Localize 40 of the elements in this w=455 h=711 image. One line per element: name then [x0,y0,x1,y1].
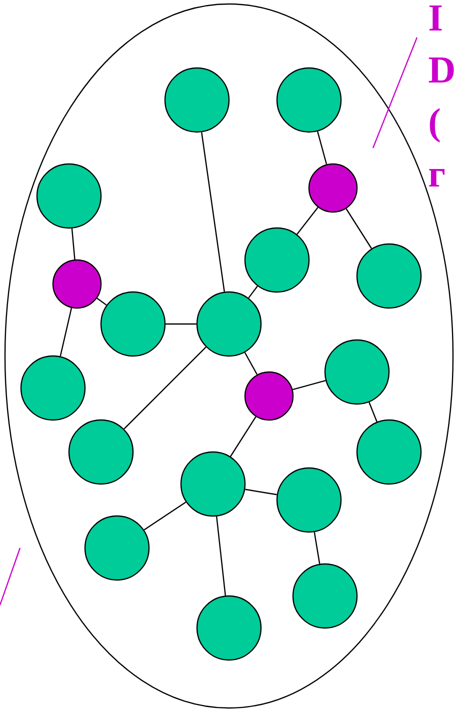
node-circle [84,515,150,581]
node-circle [324,339,390,405]
node-circle [356,419,422,485]
connector-line [71,228,76,260]
node-circle [196,595,262,661]
connector-line [317,131,328,164]
connector-line [346,208,372,249]
connector-line [368,402,378,422]
node-circle [356,243,422,309]
connector-line [124,346,206,430]
connector-line [296,207,318,235]
connector-line [60,308,72,356]
node-circle [180,451,246,517]
connector-line [230,416,256,457]
hub-circle [244,371,294,421]
ellipse-outline [4,3,454,709]
node-circle [196,291,262,357]
node-circle [68,419,134,485]
connector-line [248,286,258,298]
node-circle [164,67,230,133]
hub-circle [308,163,358,213]
node-circle [292,563,358,629]
heading-fragment: I D ( г [428,6,454,186]
connector-line [166,323,196,325]
node-circle [244,227,310,293]
node-circle [276,67,342,133]
connector-line [96,298,107,306]
connector-line [314,532,320,564]
node-circle [100,291,166,357]
connector-line [216,516,226,596]
connector-line [292,380,326,390]
connector-line [201,132,225,292]
node-circle [36,163,102,229]
leader-line [372,37,418,148]
node-circle [20,355,86,421]
hub-circle [52,259,102,309]
connector-line [245,488,277,496]
node-circle [276,467,342,533]
connector-line [244,352,258,375]
connector-line [144,502,186,530]
